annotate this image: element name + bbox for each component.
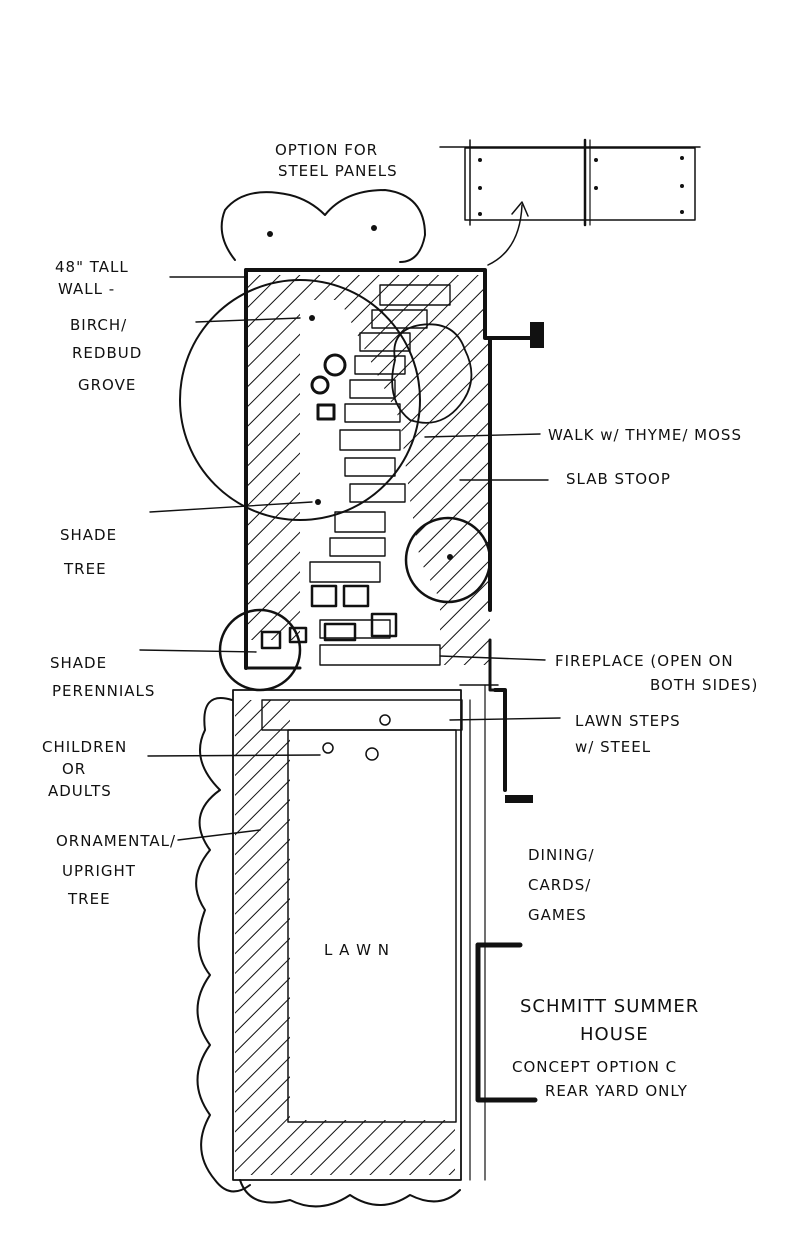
label-dining-2: CARDS/ <box>528 876 591 894</box>
leader-lines <box>139 276 561 841</box>
label-dining-3: GAMES <box>528 906 587 924</box>
label-steel-panels: OPTION FOR <box>275 141 378 159</box>
label-shade-perennials-2: PERENNIALS <box>52 682 155 700</box>
label-shade-perennials: SHADE <box>50 654 107 672</box>
label-walk: WALK w/ THYME/ MOSS <box>548 426 742 444</box>
steel-panels-detail <box>439 138 701 266</box>
house-wall <box>475 688 538 1103</box>
label-steel-panels-2: STEEL PANELS <box>278 162 398 180</box>
annotations: OPTION FOR STEEL PANELS 48" TALL WALL - … <box>42 141 758 1100</box>
label-ornamental-3: TREE <box>67 890 111 908</box>
label-birch-3: GROVE <box>78 376 136 394</box>
label-birch-2: REDBUD <box>72 344 142 362</box>
label-fireplace: FIREPLACE (OPEN ON <box>555 652 734 670</box>
label-lawn: L A W N <box>324 941 390 959</box>
label-birch: BIRCH/ <box>70 316 127 334</box>
lawn-area <box>232 684 499 1181</box>
label-wall-2: WALL - <box>58 280 115 298</box>
label-shade-tree-2: TREE <box>63 560 107 578</box>
label-shade-tree: SHADE <box>60 526 117 544</box>
subtitle-2: REAR YARD ONLY <box>545 1082 688 1100</box>
label-fireplace-2: BOTH SIDES) <box>650 676 758 694</box>
label-children-2: OR <box>62 760 86 778</box>
label-ornamental-2: UPRIGHT <box>62 862 136 880</box>
label-lawn-steps: LAWN STEPS <box>575 712 681 730</box>
top-tree-canopy <box>220 189 426 263</box>
label-lawn-steps-2: w/ STEEL <box>575 738 651 756</box>
label-wall: 48" TALL <box>55 258 129 276</box>
subtitle: CONCEPT OPTION C <box>512 1058 677 1076</box>
label-children-3: ADULTS <box>48 782 112 800</box>
label-ornamental: ORNAMENTAL/ <box>56 832 176 850</box>
label-children: CHILDREN <box>42 738 127 756</box>
label-dining: DINING/ <box>528 846 595 864</box>
label-slab: SLAB STOOP <box>566 470 671 488</box>
ornamental-trees <box>195 697 251 1193</box>
title: SCHMITT SUMMER <box>520 996 699 1017</box>
stone-walk <box>309 284 451 666</box>
title-2: HOUSE <box>580 1024 649 1045</box>
